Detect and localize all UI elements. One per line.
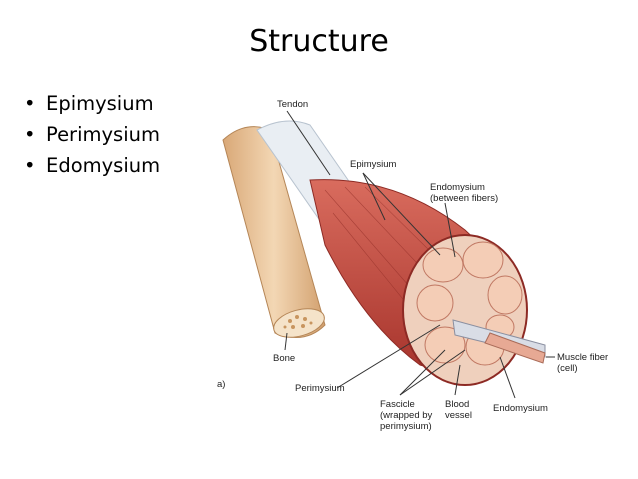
label-tendon: Tendon [277, 99, 308, 110]
label-panel: a) [217, 379, 225, 390]
label-blood-vessel: Blood [445, 399, 469, 410]
muscle-structure-illustration: Tendon Epimysium Endomysium (between fib… [217, 99, 608, 432]
bullet-item: • Epimysium [24, 88, 160, 119]
slide-title: Structure [249, 24, 389, 59]
bullet-item: • Edomysium [24, 150, 160, 181]
label-perimysium: Perimysium [295, 383, 345, 394]
bullet-item: • Perimysium [24, 119, 160, 150]
bullet-text: Edomysium [46, 154, 161, 177]
label-endomysium: Endomysium [493, 403, 548, 414]
muscle-fiber-shape [484, 332, 546, 364]
label-bone: Bone [273, 353, 295, 364]
label-fascicle: Fascicle [380, 399, 415, 410]
bullet-text: Epimysium [46, 92, 154, 115]
cross-section [402, 234, 546, 386]
bullet-list: • Epimysium • Perimysium • Edomysium [24, 88, 160, 181]
label-endomysium-between-note: (between fibers) [430, 193, 498, 204]
bone-shape [222, 126, 326, 338]
label-fascicle-note-1: (wrapped by [380, 410, 433, 421]
label-muscle-fiber: Muscle fiber [557, 352, 608, 363]
label-blood-vessel-2: vessel [445, 410, 472, 421]
label-epimysium: Epimysium [350, 159, 397, 170]
leader-lines [284, 110, 555, 399]
label-endomysium-between: Endomysium [430, 182, 485, 193]
label-fascicle-note-2: perimysium) [380, 421, 432, 432]
bullet-icon: • [24, 123, 36, 146]
bullet-text: Perimysium [46, 123, 160, 146]
bullet-icon: • [24, 92, 36, 115]
label-muscle-fiber-cell: (cell) [557, 363, 578, 374]
bullet-icon: • [24, 154, 36, 177]
